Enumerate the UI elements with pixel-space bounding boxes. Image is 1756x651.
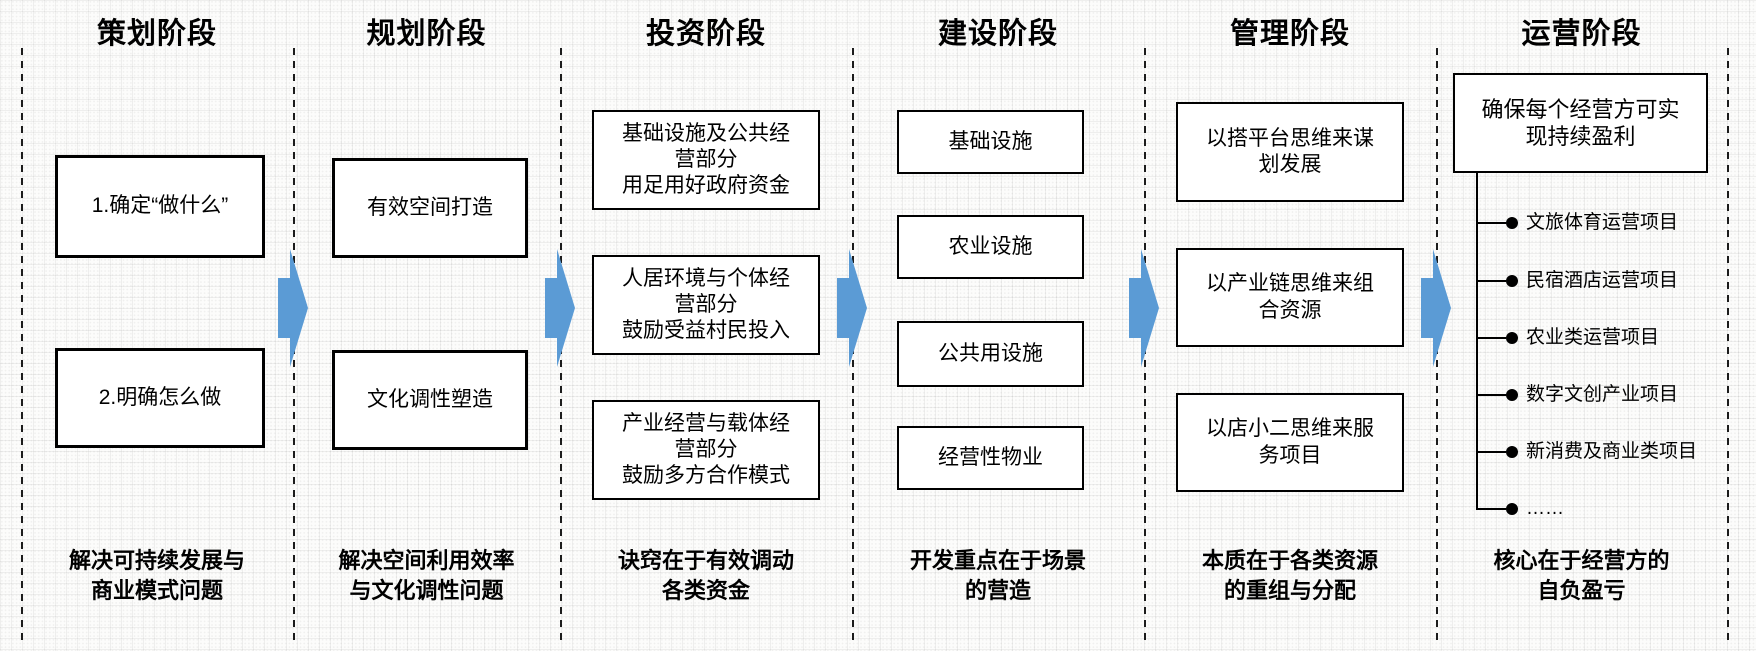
phase-caption: 诀窍在于有效调动 各类资金: [617, 548, 794, 603]
phase-caption: 开发重点在于场景 的营造: [909, 548, 1086, 603]
process-box: 农业设施: [897, 215, 1084, 279]
tree-branch-line: [1478, 337, 1506, 339]
process-box: 2.明确怎么做: [55, 348, 265, 448]
right-arrow-icon: [1129, 249, 1159, 367]
right-arrow-icon: [278, 249, 308, 367]
bullet-icon: [1506, 446, 1518, 458]
bullet-icon: [1506, 503, 1518, 515]
bullet-icon: [1506, 275, 1518, 287]
tree-trunk-line: [1476, 173, 1478, 510]
bullet-icon: [1506, 332, 1518, 344]
process-box: 人居环境与个体经 营部分 鼓励受益村民投入: [592, 255, 820, 355]
process-box: 公共用设施: [897, 321, 1084, 387]
phase-title-management: 管理阶段: [1229, 18, 1350, 50]
process-box: 基础设施: [897, 110, 1084, 174]
process-box: 以产业链思维来组 合资源: [1176, 248, 1404, 347]
operation-project-item: 数字文创产业项目: [1526, 384, 1679, 405]
phase-caption: 本质在于各类资源 的重组与分配: [1201, 548, 1378, 603]
phase-title-planning: 策划阶段: [96, 18, 217, 50]
tree-branch-line: [1478, 451, 1506, 453]
operation-project-item: 民宿酒店运营项目: [1526, 270, 1679, 291]
process-box: 经营性物业: [897, 426, 1084, 490]
tree-branch-line: [1478, 280, 1506, 282]
process-box: 基础设施及公共经 营部分 用足用好政府资金: [592, 110, 820, 210]
bullet-icon: [1506, 217, 1518, 229]
phase-title-zoning: 规划阶段: [366, 18, 487, 50]
operation-project-item: 农业类运营项目: [1526, 327, 1660, 348]
column-divider: [1727, 48, 1729, 640]
process-box: 以店小二思维来服 务项目: [1176, 393, 1404, 492]
phase-caption: 解决可持续发展与 商业模式问题: [68, 548, 245, 603]
right-arrow-icon: [837, 249, 867, 367]
process-box: 文化调性塑造: [332, 350, 528, 450]
right-arrow-icon: [545, 249, 575, 367]
phase-title-investment: 投资阶段: [645, 18, 766, 50]
column-divider: [21, 48, 23, 640]
operation-project-item: ……: [1526, 498, 1564, 519]
process-box: 1.确定“做什么”: [55, 155, 265, 258]
process-box: 确保每个经营方可实 现持续盈利: [1453, 73, 1708, 173]
tree-branch-line: [1478, 394, 1506, 396]
phase-caption: 核心在于经营方的 自负盈亏: [1493, 548, 1670, 603]
phase-title-construction: 建设阶段: [937, 18, 1058, 50]
tree-branch-line: [1478, 222, 1506, 224]
phase-title-operation: 运营阶段: [1521, 18, 1642, 50]
operation-project-item: 文旅体育运营项目: [1526, 212, 1679, 233]
right-arrow-icon: [1421, 249, 1451, 367]
phase-caption: 解决空间利用效率 与文化调性问题: [338, 548, 515, 603]
process-box: 有效空间打造: [332, 158, 528, 258]
tree-branch-line: [1478, 508, 1506, 510]
process-box: 以搭平台思维来谋 划发展: [1176, 102, 1404, 202]
operation-project-item: 新消费及商业类项目: [1526, 441, 1698, 462]
bullet-icon: [1506, 389, 1518, 401]
process-box: 产业经营与载体经 营部分 鼓励多方合作模式: [592, 400, 820, 500]
